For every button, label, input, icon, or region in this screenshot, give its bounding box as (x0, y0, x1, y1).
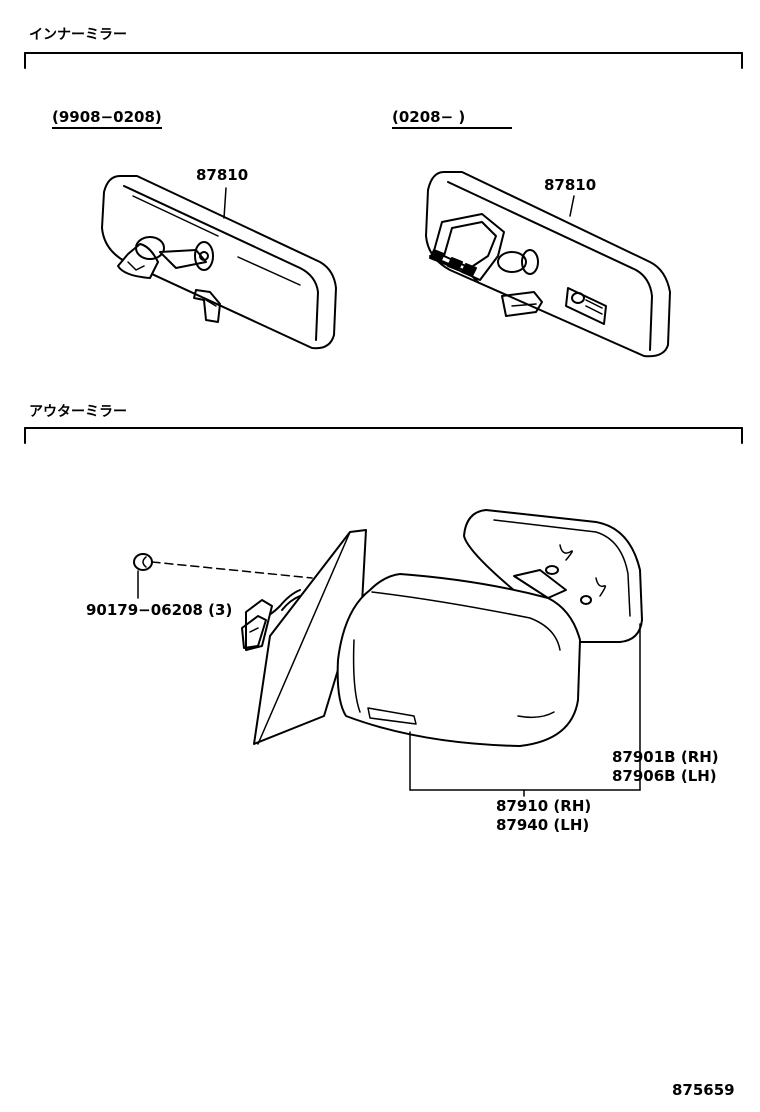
inner-mirror-left-drawing (101, 175, 337, 350)
inner-mirror-right-drawing (425, 171, 671, 358)
mirror-glass-rh-part-number: 87901B (RH) (612, 748, 719, 766)
bolt-part-number: 90179−06208 (3) (86, 601, 233, 619)
outer-mirror-assy-rh-part-number: 87910 (RH) (496, 797, 592, 815)
mirror-glass-lh-part-number: 87906B (LH) (612, 767, 717, 785)
outer-mirror-section-bracket (24, 427, 743, 444)
illustration-number: 875659 (672, 1081, 735, 1099)
outer-mirror-assy-lh-part-number: 87940 (LH) (496, 816, 590, 834)
inner-mirror-section-title: インナーミラー (29, 27, 127, 43)
inner-right-part-number: 87810 (544, 176, 597, 194)
inner-left-part-number: 87810 (196, 166, 249, 184)
inner-mirror-section-bracket (24, 52, 743, 69)
outer-mirror-section-title: アウターミラー (29, 404, 127, 420)
outer-mirror-drawing (133, 509, 643, 797)
inner-left-period-label: (9908−0208) (52, 108, 162, 129)
inner-right-period-label: (0208− ) (392, 108, 512, 129)
